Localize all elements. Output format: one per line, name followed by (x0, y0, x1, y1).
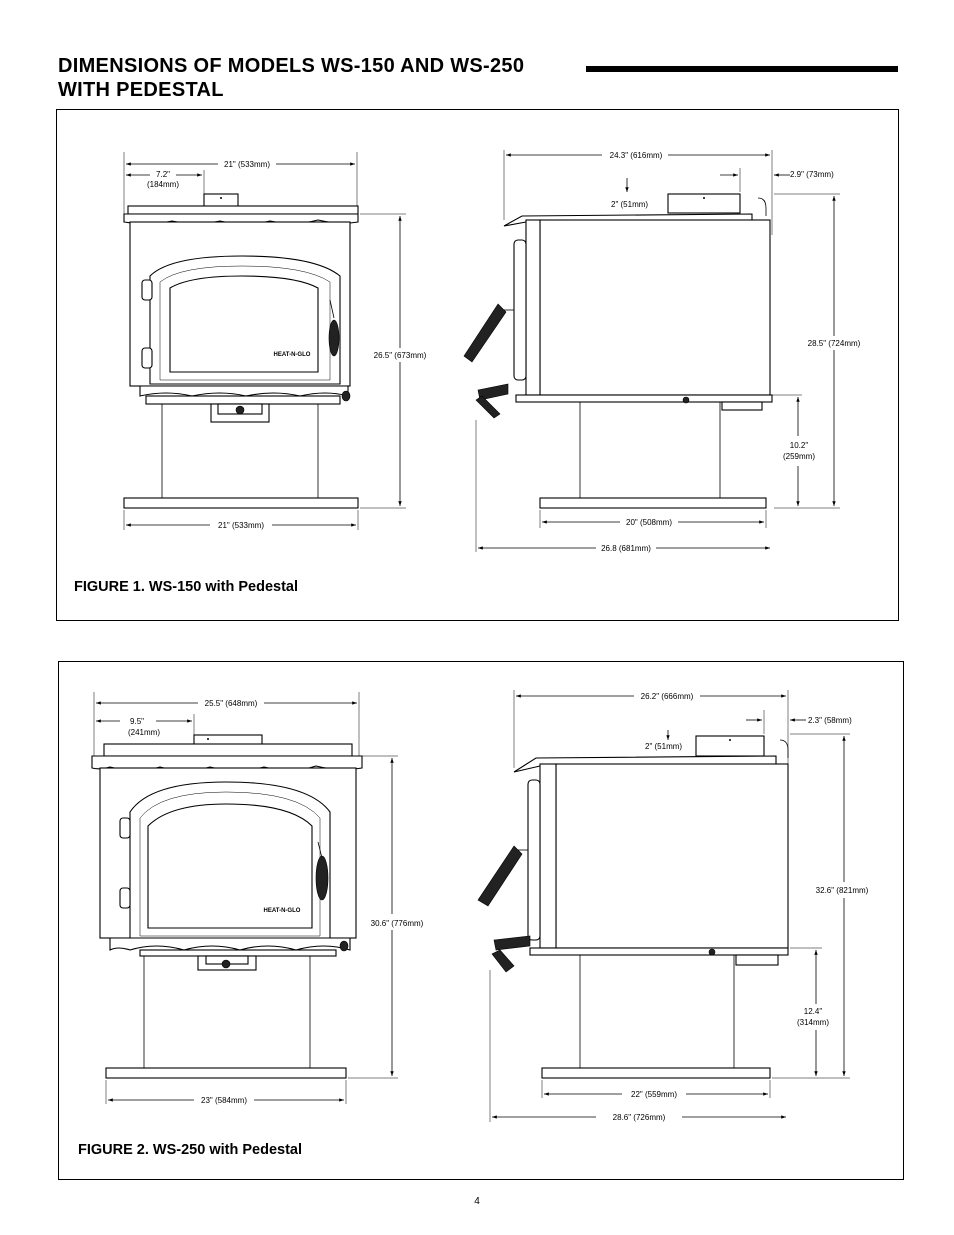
dim-front-height: 26.5" (673mm) (374, 351, 427, 360)
dim-front-top-width: 25.5" (648mm) (205, 699, 258, 708)
title-rule (586, 66, 898, 72)
dim-side-leg-mm: (259mm) (783, 452, 815, 461)
brand-logo-text: HEAT-N-GLO (274, 352, 311, 358)
dim-front-base-width: 21" (533mm) (218, 521, 264, 530)
dim-side-height: 32.6" (821mm) (816, 886, 869, 895)
figure-2-front-view: 25.5" (648mm) 9.5" (241mm) HEAT-N-GLO 30… (91, 692, 424, 1105)
dim-front-offset-mm: (241mm) (128, 728, 160, 737)
figure-1-caption: FIGURE 1. WS-150 with Pedestal (74, 579, 298, 595)
brand-logo-text: HEAT-N-GLO (264, 908, 301, 914)
title-line-2: WITH PEDESTAL (58, 79, 224, 101)
figure-1-side-view: 24.3" (616mm) 2.9" (73mm) 2" (51mm) (463, 150, 861, 553)
figure-2-side-view: 26.2" (666mm) 2.3" (58mm) 2" (51mm) 32.6… (477, 690, 869, 1122)
dim-side-leg: 12.4" (804, 1007, 823, 1016)
figure-2-caption: FIGURE 2. WS-250 with Pedestal (78, 1142, 302, 1158)
dim-side-leg-mm: (314mm) (797, 1018, 829, 1027)
figure-1-frame (56, 109, 899, 621)
dim-side-height: 28.5" (724mm) (808, 339, 861, 348)
dim-side-top-depth: 24.3" (616mm) (610, 151, 663, 160)
dim-side-collar: 2" (51mm) (645, 742, 682, 751)
title-line-1: DIMENSIONS OF MODELS WS-150 AND WS-250 (58, 55, 525, 77)
dim-front-height: 30.6" (776mm) (371, 919, 424, 928)
page-title: DIMENSIONS OF MODELS WS-150 AND WS-250 W… (58, 54, 524, 102)
dim-front-top-width: 21" (533mm) (224, 160, 270, 169)
dim-front-offset-mm: (184mm) (147, 180, 179, 189)
dim-side-overall-depth: 26.8 (681mm) (601, 544, 651, 553)
figure-2-frame (58, 661, 904, 1180)
dim-front-base-width: 23" (584mm) (201, 1096, 247, 1105)
dim-side-rear-offset: 2.3" (58mm) (808, 716, 852, 725)
dim-front-offset: 9.5" (130, 717, 144, 726)
dim-side-rear-offset: 2.9" (73mm) (790, 170, 834, 179)
dim-side-base-depth: 20" (508mm) (626, 518, 672, 527)
dim-side-overall-depth: 28.6" (726mm) (613, 1113, 666, 1122)
page-number: 4 (474, 1196, 480, 1207)
dim-side-collar: 2" (51mm) (611, 200, 648, 209)
dim-side-leg: 10.2" (790, 441, 809, 450)
figure-1-front-view: 21" (533mm) 7.2" (184mm) HEAT-N-GLO (123, 152, 427, 530)
dim-side-base-depth: 22" (559mm) (631, 1090, 677, 1099)
dim-side-top-depth: 26.2" (666mm) (641, 692, 694, 701)
dim-front-offset: 7.2" (156, 170, 170, 179)
